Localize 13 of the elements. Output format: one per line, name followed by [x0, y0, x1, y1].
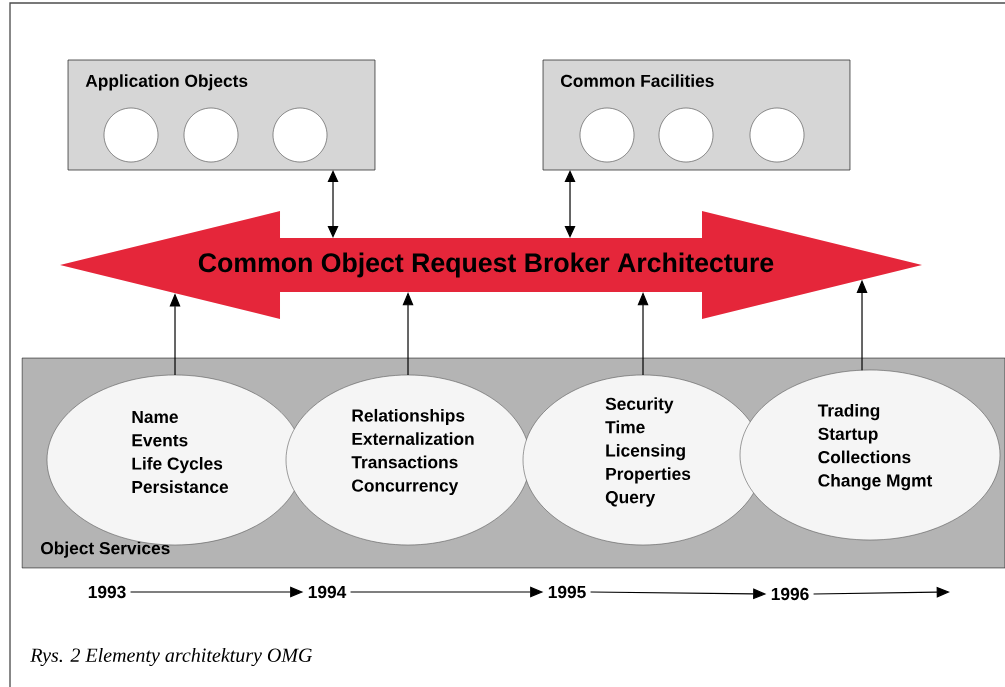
- object-circle: [579, 107, 635, 163]
- object-circle: [658, 107, 714, 163]
- object-circle: [749, 107, 805, 163]
- object-circle: [103, 107, 159, 163]
- connector-arrow: [564, 170, 576, 238]
- connector-arrow: [327, 170, 339, 238]
- object-circle: [272, 107, 328, 163]
- year-label: 1993: [88, 585, 126, 599]
- object-circle: [183, 107, 239, 163]
- year-label: 1996: [771, 587, 809, 601]
- year-label: 1994: [308, 585, 347, 599]
- figure-caption: Rys. 2 Elementy architektury OMG: [30, 647, 312, 667]
- year-label: 1995: [548, 585, 586, 599]
